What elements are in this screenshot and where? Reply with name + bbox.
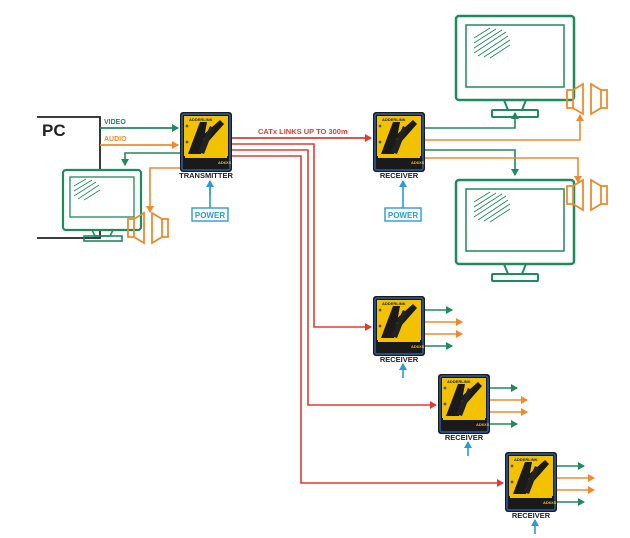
receiver-4-outputs [557,462,595,506]
audio-label: AUDIO [104,136,127,143]
transmitter-power-label: POWER [195,211,225,220]
transmitter-brand: ADDERLINK [189,117,213,122]
receiver-4-brand: ADDERLINK [514,457,538,462]
catx-link-label: CATx LINKS UP TO 300m [258,127,348,136]
transmitter-label: TRANSMITTER [179,171,233,180]
catx-link-4 [232,155,504,487]
catx-link-2 [232,143,372,331]
receiver-1-label: RECEIVER [380,171,419,180]
pc-label: PC [42,121,66,140]
local-video-loop [121,152,180,166]
receiver-1-power: POWER [384,180,422,222]
receiver-1-brand: ADDERLINK [382,117,406,122]
remote-monitor-1 [454,14,576,119]
video-label: VIDEO [104,119,126,126]
receiver-2-outputs [425,306,463,350]
receiver-3-brand: ADDERLINK [447,379,471,384]
receiver-2-model: AD6XS [411,344,425,349]
receiver-1-unit: ADDERLINK AD6XS RECEIVER [372,111,426,180]
receiver-3-outputs [490,384,528,428]
receiver-3-unit: ADDERLINK AD6XS RECEIVER [437,373,491,442]
remote-monitor-2 [454,178,576,283]
receiver-3-model: AD6XS [476,422,490,427]
receiver-4-label: RECEIVER [512,511,551,520]
receiver-2-brand: ADDERLINK [382,301,406,306]
receiver-4-unit: ADDERLINK AD6XS RECEIVER [504,451,558,520]
local-audio-loop [146,167,180,213]
receiver-3-label: RECEIVER [445,433,484,442]
catx-link-3 [232,149,437,409]
receiver-1-model: AD6XS [411,160,425,165]
receiver-1-power-label: POWER [388,211,418,220]
transmitter-unit: ADDERLINK AD6XS TRANSMITTER [179,111,233,180]
transmitter-model: AD6XS [218,160,232,165]
receiver-4-model: AD6XS [543,500,557,505]
receiver-2-unit: ADDERLINK AD6XS RECEIVER [372,295,426,364]
receiver-2-label: RECEIVER [380,355,419,364]
receiver-1-outputs [425,112,584,183]
local-monitor [61,168,143,242]
transmitter-power: POWER [191,180,229,222]
